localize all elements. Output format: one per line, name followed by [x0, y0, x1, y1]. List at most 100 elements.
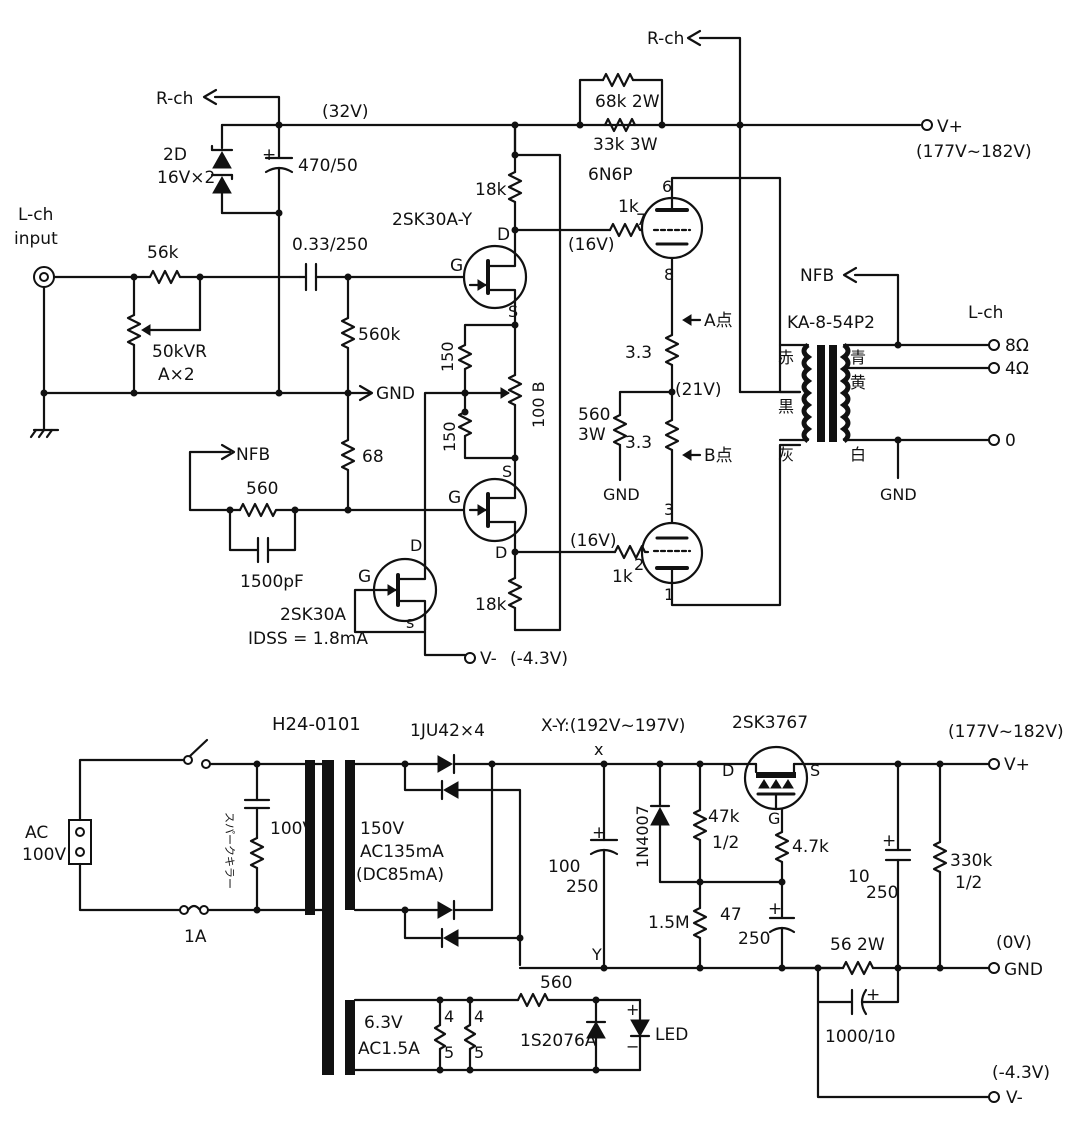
- capacitor-100-250: +: [589, 762, 619, 970]
- label-a-point: A点: [704, 311, 733, 331]
- label-330k: 330k: [950, 851, 992, 871]
- label-zener-value: 16V×2: [157, 168, 215, 188]
- label-nfb-in: NFB: [236, 445, 270, 465]
- label-150a: 150: [438, 341, 457, 372]
- label-16v-bot: (16V): [570, 531, 617, 551]
- label-cap-10: 10: [848, 867, 870, 887]
- label-mosfet-s: S: [810, 761, 820, 780]
- label-vplus-range-psu: (177V~182V): [948, 722, 1064, 742]
- cap-1000-plus: +: [866, 985, 880, 1005]
- bridge-rectifier: [353, 753, 524, 967]
- label-prim-100v: 100V: [270, 819, 314, 839]
- label-y: Y: [591, 945, 602, 964]
- label-16v-top: (16V): [568, 235, 615, 255]
- jfet-2sk30a-y: [462, 244, 528, 312]
- label-d-top: D: [497, 225, 510, 245]
- label-ac-100v: 100V: [22, 845, 66, 865]
- input-label-line1: L-ch: [18, 205, 53, 225]
- label-56-2w: 56 2W: [830, 935, 885, 955]
- label-560k: 560k: [358, 325, 400, 345]
- tube-6n6p-bottom: [640, 443, 802, 607]
- label-tap-0: 0: [1005, 431, 1016, 451]
- label-gnd-560: GND: [603, 485, 640, 504]
- label-1k-top: 1k: [618, 197, 639, 217]
- mosfet-2sk3767: [743, 745, 992, 811]
- tube-6n6p-top: [640, 176, 802, 394]
- label-vminus-psu: V-: [1006, 1088, 1023, 1108]
- capacitor-470-50: +: [262, 123, 294, 395]
- label-47k: 47k: [708, 807, 740, 827]
- label-diodes: 1JU42×4: [410, 721, 485, 741]
- label-ac: AC: [25, 823, 48, 843]
- label-cap-470: 470/50: [298, 156, 358, 176]
- label-mosfet: 2SK3767: [732, 713, 808, 733]
- amplifier-section: L-ch input 56k 50kVR A×2: [14, 29, 1032, 669]
- label-1500pf: 1500pF: [240, 572, 304, 592]
- led-plus: +: [626, 1000, 639, 1019]
- label-47k-w: 1/2: [712, 833, 739, 853]
- cap-100-plus: +: [592, 823, 606, 843]
- label-68k-2w: 68k 2W: [595, 92, 660, 112]
- input-label-line2: input: [14, 229, 58, 249]
- capacitor-1000-10: +: [816, 966, 992, 1099]
- label-s-top: S: [508, 302, 518, 321]
- label-mosfet-d: D: [722, 761, 734, 780]
- zener-diodes: [210, 123, 281, 215]
- label-33b: 3.3: [625, 433, 652, 453]
- label-vminus-val-amp: (-4.3V): [510, 649, 568, 669]
- volume-potentiometer: [126, 275, 202, 395]
- label-cap-10-v: 250: [866, 883, 898, 903]
- label-heater-v: 6.3V: [364, 1013, 403, 1033]
- label-s-cs: s: [406, 613, 414, 632]
- label-sec-150v: 150V: [360, 819, 404, 839]
- label-tube: 6N6P: [588, 165, 633, 185]
- label-330k-w: 1/2: [955, 873, 982, 893]
- label-560-3w-b: 3W: [578, 425, 606, 445]
- label-fet-cs: 2SK30A: [280, 605, 346, 625]
- label-33a: 3.3: [625, 343, 652, 363]
- label-15m: 1.5M: [648, 913, 690, 933]
- label-fuse: 1A: [184, 927, 207, 947]
- ac-inlet: [68, 758, 187, 912]
- label-led: LED: [655, 1025, 688, 1045]
- label-560-nfb: 560: [246, 479, 278, 499]
- label-nfb-out: NFB: [800, 266, 834, 286]
- label-idss: IDSS = 1.8mA: [248, 629, 368, 649]
- capacitor-10-250: +: [882, 760, 912, 970]
- label-g-bot: G: [448, 488, 461, 508]
- led-minus: −: [626, 1037, 639, 1056]
- label-spark-killer: スパークキラー: [223, 812, 236, 889]
- label-heater-a: AC1.5A: [358, 1039, 420, 1059]
- label-gnd-amp: GND: [376, 384, 415, 404]
- label-0v: (0V): [996, 933, 1032, 953]
- label-lch-out: L-ch: [968, 303, 1003, 323]
- label-gnd-psu: GND: [1004, 960, 1043, 980]
- label-1n4007: 1N4007: [633, 805, 652, 868]
- label-cap-100-v: 250: [566, 877, 598, 897]
- output-transformer: [738, 123, 992, 443]
- label-cap-47-v: 250: [738, 929, 770, 949]
- spark-killer: [243, 760, 271, 914]
- wire-color-yellow: 黄: [850, 373, 866, 392]
- label-56k: 56k: [147, 243, 179, 263]
- label-vplus-amp: V+: [937, 117, 963, 137]
- label-pins-a4: 4: [444, 1007, 454, 1026]
- cap-47-plus: +: [768, 899, 782, 919]
- heater-circuit: [353, 992, 651, 1074]
- label-pins-b4: 4: [474, 1007, 484, 1026]
- label-s-bot: S: [502, 462, 512, 481]
- label-vminus-val-psu: (-4.3V): [992, 1063, 1050, 1083]
- label-vr: 50kVR: [152, 342, 207, 362]
- label-sec-dc85: (DC85mA): [356, 865, 444, 885]
- label-rch-right: R-ch: [647, 29, 684, 49]
- cap-470-plus: +: [262, 145, 276, 165]
- label-fet-top: 2SK30A-Y: [392, 210, 473, 230]
- label-d-cs: D: [410, 536, 422, 555]
- label-pin8: 8: [664, 265, 674, 284]
- label-560-3w-a: 560: [578, 405, 610, 425]
- label-100b: 100 B: [529, 381, 548, 428]
- capacitor-033: [298, 262, 472, 292]
- chassis-ground-symbol: [29, 428, 60, 439]
- label-pins-a5: 5: [444, 1043, 454, 1062]
